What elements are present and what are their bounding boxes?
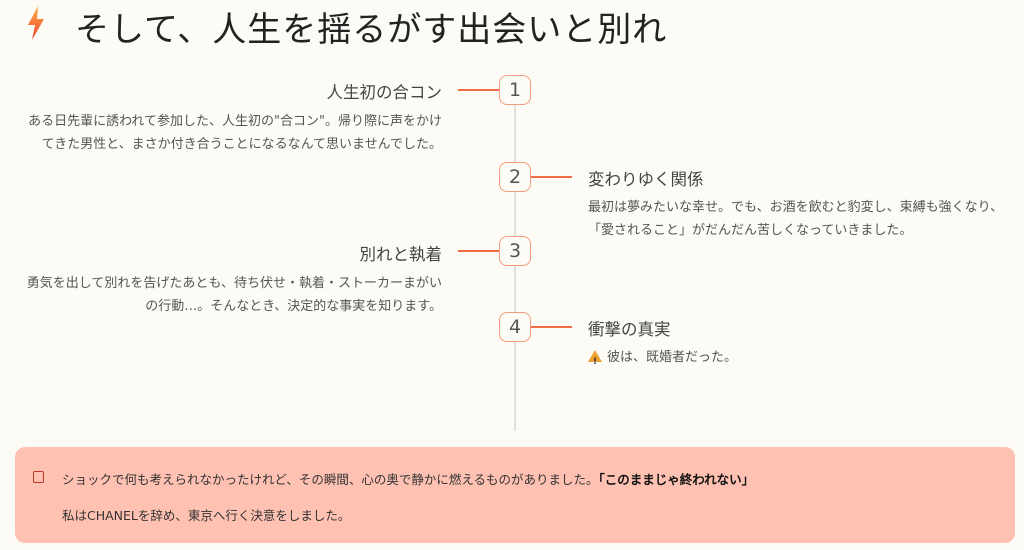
timeline-desc-4: 彼は、既婚者だった。 bbox=[588, 346, 1008, 374]
callout-box: ショックで何も考えられなかったけれど、その瞬間、心の奥で静かに燃えるものがありま… bbox=[15, 447, 1015, 543]
step-badge-2: 2 bbox=[499, 162, 531, 192]
callout-emphasis: 「このままじゃ終われない」 bbox=[598, 472, 755, 487]
timeline-title-1: 人生初の合コン bbox=[326, 83, 443, 102]
lightning-icon bbox=[26, 6, 46, 44]
note-icon bbox=[33, 471, 44, 483]
warning-icon bbox=[588, 350, 602, 374]
page-title: そして、人生を揺るがす出会いと別れ bbox=[75, 10, 668, 50]
timeline-title-4: 衝撃の真実 bbox=[588, 320, 671, 339]
connector-2 bbox=[531, 176, 572, 178]
timeline-desc-2: 最初は夢みたいな幸せ。でも、お酒を飲むと豹変し、束縛も強くなり、「愛されること」… bbox=[588, 200, 1004, 238]
warning-text: 彼は、既婚者だった。 bbox=[607, 350, 738, 365]
timeline-title-2: 変わりゆく関係 bbox=[588, 170, 704, 189]
timeline-desc-1: ある日先輩に誘われて参加した、人生初の"合コン"。帰り際に声をかけてきた男性と、… bbox=[28, 114, 442, 152]
timeline-desc-3: 勇気を出して別れを告げたあとも、待ち伏せ・執着・ストーカーまがいの行動…。そんな… bbox=[26, 276, 442, 314]
step-badge-4: 4 bbox=[499, 312, 531, 342]
callout-line-2: 私はCHANELを辞め、東京へ行く決意をしました。 bbox=[62, 508, 351, 523]
callout-text: ショックで何も考えられなかったけれど、その瞬間、心の奥で静かに燃えるものがありま… bbox=[62, 472, 599, 487]
step-badge-1: 1 bbox=[499, 75, 531, 105]
connector-4 bbox=[531, 326, 572, 328]
step-badge-3: 3 bbox=[499, 236, 531, 266]
connector-1 bbox=[458, 89, 499, 91]
connector-3 bbox=[458, 250, 499, 252]
callout-line-1: ショックで何も考えられなかったけれど、その瞬間、心の奥で静かに燃えるものがありま… bbox=[62, 469, 754, 488]
timeline-title-3: 別れと執着 bbox=[359, 245, 443, 264]
